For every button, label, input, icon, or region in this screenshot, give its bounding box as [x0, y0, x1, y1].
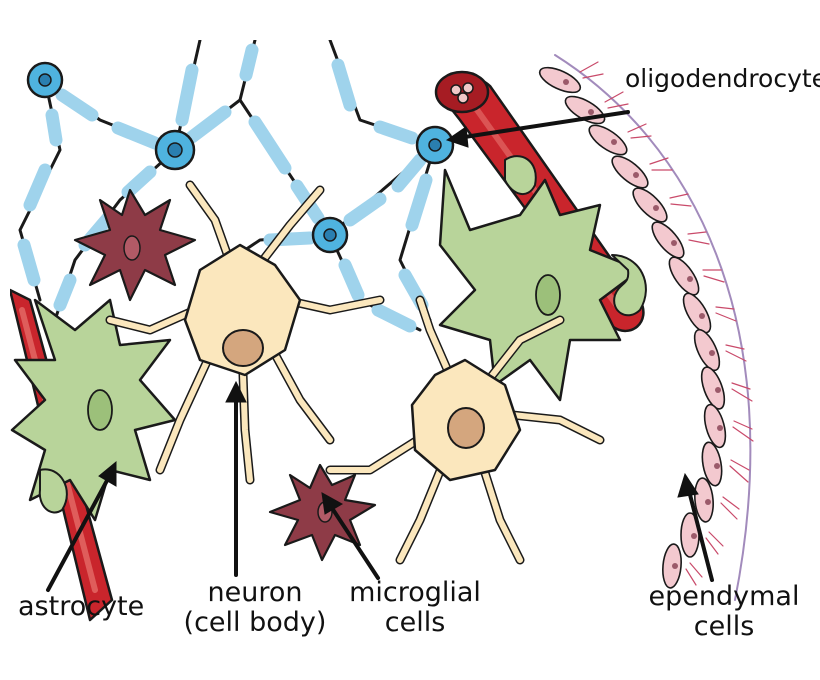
- arrow-microglial: [328, 503, 380, 580]
- label-microglial: microglial cells: [340, 578, 490, 638]
- label-oligodendrocyte: oligodendrocyte: [625, 64, 820, 93]
- neuron-left: [105, 180, 385, 485]
- label-astrocyte: astrocyte: [18, 591, 145, 622]
- neuron-nucleus: [222, 329, 264, 367]
- astrocyte-right: [438, 155, 642, 402]
- vessel-cross-section: [434, 70, 490, 114]
- neuron-right: [325, 295, 605, 565]
- ependymal-cells: [538, 54, 754, 601]
- arrowhead-astrocyte: [98, 460, 117, 487]
- label-neuron-line1: neuron: [207, 577, 303, 608]
- label-ependymal-line2: cells: [693, 611, 755, 642]
- label-ependymal-line1: ependymal: [648, 581, 800, 612]
- oligodendrocyte-network: [17, 40, 455, 333]
- label-neuron: neuron (cell body): [175, 578, 335, 638]
- label-arrows: [46, 110, 714, 592]
- arrowhead-neuron: [225, 380, 247, 403]
- arrow-ependymal: [686, 485, 714, 582]
- label-ependymal: ependymal cells: [640, 582, 808, 642]
- arrowhead-microglial: [321, 492, 344, 515]
- arrowhead-oligodendrocyte: [445, 126, 469, 148]
- label-microglial-line1: microglial: [349, 577, 481, 608]
- vessel-endfoot: [38, 254, 647, 514]
- arrow-astrocyte: [46, 473, 112, 592]
- label-neuron-line2: (cell body): [183, 607, 327, 638]
- neuron-cell-body: [183, 243, 302, 377]
- arrowhead-ependymal: [677, 472, 699, 498]
- microglia-top: [73, 188, 197, 302]
- neuron-nucleus: [447, 407, 485, 449]
- arrow-oligodendrocyte: [456, 110, 630, 140]
- label-microglial-line2: cells: [384, 607, 446, 638]
